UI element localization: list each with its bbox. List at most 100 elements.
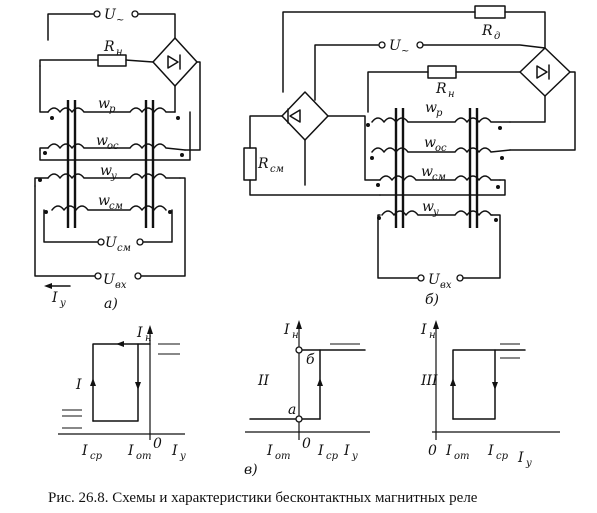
diagram-b-bridge-left [281, 91, 329, 141]
figure-caption: Рис. 26.8. Схемы и характеристики бескон… [48, 490, 478, 506]
diagram-b-winding-wy [381, 210, 493, 216]
ch1-origin: 0 [153, 436, 162, 452]
diagram-a-dot [43, 151, 47, 155]
ch3-yaxis: I [420, 322, 427, 338]
characteristic-2: II I н б а I от 0 I ср I у в) [244, 320, 370, 478]
diagram-a-iy: I [51, 290, 58, 306]
diagram-a-ubx-wire-2 [140, 177, 186, 277]
ch2-x2-sub: ср [326, 451, 339, 462]
diagram-a-dot [180, 153, 184, 157]
characteristic-1: I I н I ср I от 0 I у [58, 325, 186, 462]
diagram-a-woc-return [39, 111, 191, 161]
ch1-yaxis-sub: н [145, 333, 152, 344]
diagram-a-diode-icon [167, 55, 179, 69]
diagram-a-wy-lead [34, 177, 49, 187]
diagram-b-diode-icon-left [289, 109, 301, 123]
characteristics-tag: в) [244, 462, 258, 478]
diagram-b-wcm-return [379, 179, 506, 196]
diagram-a-ubx-sub: вх [115, 280, 127, 291]
ch1-xaxis-sub: у [179, 451, 186, 462]
diagram-b-woc-sub: ос [435, 143, 447, 154]
ch2-yaxis: I [283, 322, 290, 338]
diagram-b-winding-woc [371, 147, 511, 153]
diagram-b-rn: R [435, 81, 447, 97]
diagram-b-wy: w [422, 199, 434, 215]
diagram-b-bridge-right [519, 47, 571, 97]
diagram-b-bridge-right-out [509, 71, 576, 151]
diagram-a-r-load-sub: н [116, 47, 123, 58]
ch3-xaxis: I [517, 450, 524, 466]
characteristics: I I н I ср I от 0 I у I I I н [58, 320, 560, 478]
diagram-b-dot [370, 156, 374, 160]
diagram-a-ucm-wire [43, 209, 99, 243]
diagram-a-dot [176, 116, 180, 120]
diagram-a-winding-wp [47, 107, 176, 113]
ch2-xaxis: I [343, 443, 350, 459]
ch3-yaxis-sub: н [429, 330, 436, 341]
diagram-b-rn-sub: н [448, 89, 455, 100]
diagram-a-winding-woc [47, 143, 186, 151]
ch3-roman: III [420, 373, 438, 389]
diagram-a-u-supply-sub: ~ [116, 15, 124, 26]
diagram-b-winding-wcm [379, 175, 501, 181]
diagram-a-woc-lead [39, 147, 49, 151]
diagram-b-rd-resistor [474, 5, 506, 19]
ch1-loop-bottom [92, 343, 139, 422]
ch3-xaxis-sub: у [525, 458, 532, 469]
diagram-b-ubx: U [428, 272, 441, 288]
diagram-a-dot [38, 178, 42, 182]
diagram-b-rn-wire [367, 71, 429, 113]
diagram-b-supply-wire [314, 44, 379, 101]
diagram-a-supply-wire-left [47, 13, 94, 41]
diagram-a-tag: а) [104, 296, 118, 312]
diagram-a-u-supply: U [104, 7, 117, 23]
diagram-a-woc: w [96, 133, 108, 149]
ch2-x1-sub: от [275, 451, 291, 462]
diagram-b-bridge-left-out [327, 115, 381, 181]
diagram-b-diode-icon [536, 65, 548, 79]
diagram-b-dot [376, 183, 380, 187]
diagram-b-u-supply-sub: ~ [401, 46, 409, 57]
diagram-a-dot [50, 116, 54, 120]
diagram-a-ubx-terminal [94, 272, 102, 280]
diagram-a-wcm-sub: см [109, 201, 123, 212]
diagram-a-bridge-out-2 [184, 61, 201, 151]
ch1-x2: I [127, 443, 134, 459]
diagram-b-ubx-terminal [456, 274, 464, 282]
diagram-b-winding-wp [371, 117, 511, 123]
ch2-y-axis-arrow [296, 320, 302, 329]
diagram-b-top-wire-2 [504, 11, 546, 49]
diagram-b-wy-sub: у [432, 207, 439, 218]
diagram-b-rcm-wire-2 [249, 179, 381, 196]
diagram-b-u-supply: U [389, 38, 402, 54]
ch1-x2-sub: от [136, 451, 152, 462]
diagram-a-supply-terminal [93, 10, 101, 18]
diagram-a-ucm: U [105, 235, 118, 251]
diagram-b-rcm-wire [249, 115, 283, 149]
diagram-a-ucm-terminal [97, 238, 105, 246]
diagram-a-bridge-rectifier [152, 37, 198, 87]
ch1-arrow-left [116, 341, 124, 347]
ch3-loop-top [452, 349, 526, 420]
diagram-a-ubx-wire [34, 185, 96, 277]
diagram-b-top-wire [282, 11, 476, 93]
ch1-arrow-down [135, 382, 141, 390]
diagram-a-woc-sub: ос [107, 141, 119, 152]
diagram-b-dot [498, 126, 502, 130]
ch2-point-a [295, 415, 303, 423]
diagram-a-wp: w [98, 96, 110, 112]
diagram-b-ubx-sub: вх [440, 280, 452, 291]
diagram-a-dot [44, 210, 48, 214]
diagram-a-winding-wcm [51, 205, 167, 211]
diagram-b-dot [496, 185, 500, 189]
diagram-b-wcm-sub: см [432, 172, 446, 183]
diagram-a-load-wire [39, 59, 99, 67]
diagram-a-dot [168, 210, 172, 214]
diagram-a-wy: w [100, 163, 112, 179]
diagram-b-woc: w [424, 135, 436, 151]
diagram-b-wcm: w [421, 164, 433, 180]
ch1-x1-sub: ср [90, 451, 103, 462]
ch3-x2-sub: ср [496, 451, 509, 462]
diagram-b-dot [366, 123, 370, 127]
